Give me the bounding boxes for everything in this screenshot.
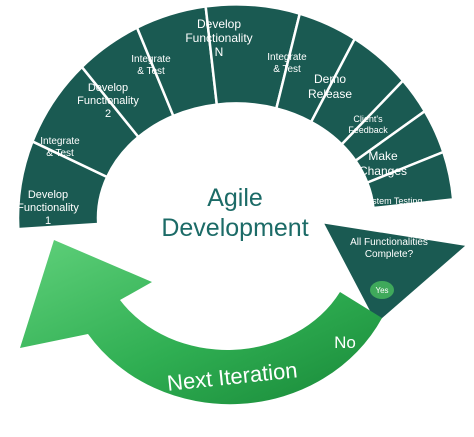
step-9-label: Make Changes bbox=[359, 149, 407, 178]
decision-line2: Complete? bbox=[365, 249, 414, 260]
step-1-line1: Develop bbox=[28, 189, 68, 201]
step-2-label: Integrate & Test bbox=[40, 136, 80, 159]
step-6-label: Integrate & Test bbox=[267, 52, 307, 75]
step-6-line2: & Test bbox=[273, 64, 301, 75]
step-4-line2: & Test bbox=[137, 66, 165, 77]
step-7-line1: Demo bbox=[314, 72, 346, 86]
step-10-label: System Testing bbox=[362, 196, 423, 206]
step-9-line2: Changes bbox=[359, 164, 407, 178]
step-1-line3: 1 bbox=[45, 215, 51, 227]
step-3-label: Develop Functionality 2 bbox=[77, 82, 139, 120]
step-2-line1: Integrate bbox=[40, 136, 80, 147]
step-1-line2: Functionality bbox=[17, 202, 79, 214]
step-5-line3: N bbox=[215, 45, 224, 59]
center-title-line1: Agile bbox=[207, 184, 263, 212]
step-3-line2: Functionality bbox=[77, 95, 139, 107]
step-8-line1: Client's bbox=[353, 114, 383, 124]
step-4-line1: Integrate bbox=[131, 54, 171, 65]
step-8-label: Client's Feedback bbox=[348, 114, 388, 135]
step-5-line1: Develop bbox=[197, 17, 241, 31]
step-5-line2: Functionality bbox=[185, 31, 252, 45]
ring-segment-10 bbox=[365, 150, 455, 210]
step-8-line2: Feedback bbox=[348, 125, 388, 135]
step-6-line1: Integrate bbox=[267, 52, 307, 63]
step-3-line3: 2 bbox=[105, 108, 111, 120]
decision-arrowhead bbox=[320, 220, 470, 327]
no-label: No bbox=[334, 333, 356, 352]
ring-segments bbox=[16, 3, 455, 231]
step-7-line2: Release bbox=[308, 87, 352, 101]
step-5-label: Develop Functionality N bbox=[185, 17, 252, 59]
center-title-line2: Development bbox=[161, 214, 308, 242]
yes-label: Yes bbox=[375, 286, 388, 295]
next-iteration-arrow bbox=[20, 240, 382, 405]
step-1-label: Develop Functionality 1 bbox=[17, 189, 79, 227]
step-9-line1: Make bbox=[368, 149, 398, 163]
yes-badge bbox=[370, 281, 394, 299]
decision-line1: All Functionalities bbox=[350, 237, 428, 248]
step-10-line1: System Testing bbox=[362, 196, 423, 206]
step-3-line1: Develop bbox=[88, 82, 128, 94]
step-7-label: Demo Release bbox=[308, 72, 352, 101]
step-2-line2: & Test bbox=[46, 148, 74, 159]
step-4-label: Integrate & Test bbox=[131, 54, 171, 77]
